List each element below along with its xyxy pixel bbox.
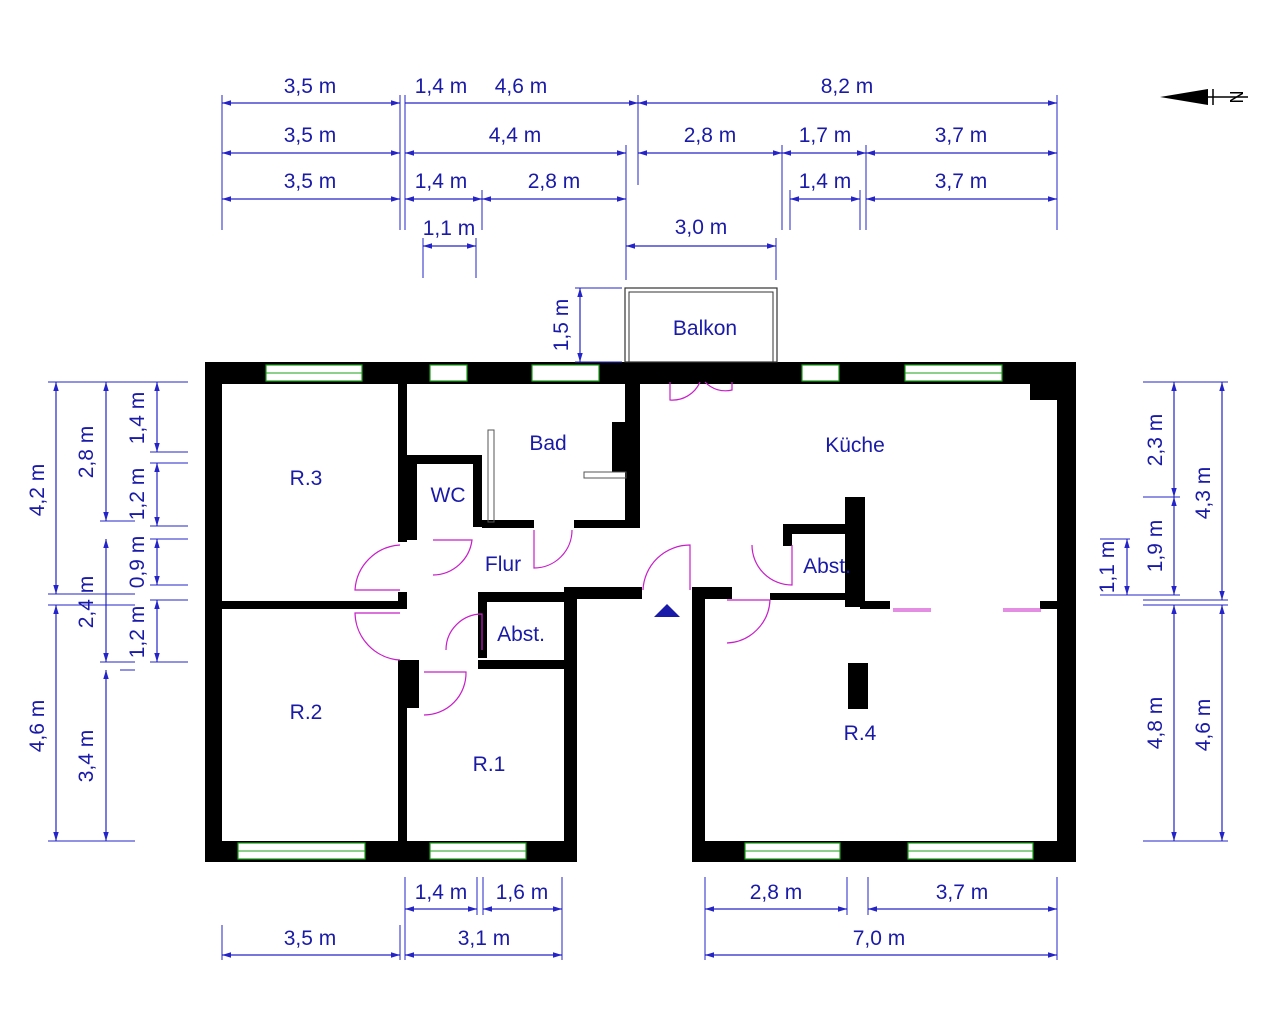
dim-top-r3-3: 2,8 m [528, 170, 581, 193]
dim-top-r1-4: 8,2 m [821, 75, 874, 98]
room-label-abst-right: Abst. [803, 555, 851, 578]
room-label-wc: WC [431, 484, 466, 507]
dim-top-r2-3: 2,8 m [684, 124, 737, 147]
dim-bottom-r2-3: 7,0 m [853, 927, 906, 950]
dim-right-outer-2: 4,6 m [1192, 699, 1215, 752]
entrance-marker-icon [654, 604, 680, 617]
walls [205, 362, 1076, 862]
wall-top [205, 362, 1076, 384]
corner-top-right [1030, 380, 1060, 400]
wall-wc-top [407, 455, 477, 464]
wall-wc-east [473, 455, 482, 527]
dim-top-r1-2: 1,4 m [415, 75, 468, 98]
wall-abst-bottom [478, 660, 568, 669]
window-kueche-small [801, 364, 840, 382]
dimensions-left: 4,2 m 4,6 m 2,8 m 2,4 m 3,4 m 1,4 m 1,2 … [26, 381, 188, 842]
dim-left-inner-4: 1,2 m [126, 606, 149, 659]
dim-top-r4-1: 1,1 m [423, 217, 476, 240]
room-label-r1: R.1 [473, 753, 506, 776]
dim-left-inner-2: 1,2 m [126, 468, 149, 521]
wall-kueche-r4-right [1040, 601, 1060, 609]
dim-left-inner-1: 1,4 m [126, 392, 149, 445]
wall-stair-top-r [692, 587, 732, 599]
room-label-kueche: Küche [825, 434, 885, 457]
dim-left-inner-3: 0,9 m [126, 536, 149, 589]
dim-left-mid-2: 2,4 m [75, 576, 98, 629]
room-label-balkon: Balkon [673, 317, 737, 340]
windows [237, 364, 1034, 860]
doors [354, 381, 1041, 716]
dim-right-inner-1: 1,1 m [1096, 541, 1119, 594]
dim-left-mid-3: 3,4 m [75, 730, 98, 783]
wall-bad-east [625, 380, 640, 528]
wall-r3-east-low [398, 592, 407, 609]
north-label: N [1227, 91, 1247, 104]
window-bad [531, 364, 600, 382]
dim-bottom-r1-4: 3,7 m [936, 881, 989, 904]
dim-bottom-r2-2: 3,1 m [458, 927, 511, 950]
window-wc [429, 364, 468, 382]
wall-stair-top [564, 587, 642, 599]
dim-right-mid-3: 4,8 m [1144, 697, 1167, 750]
room-label-bad: Bad [529, 432, 566, 455]
wall-r2-east-block [407, 660, 419, 708]
wall-abst2-west [783, 524, 792, 546]
dim-bottom-r1-3: 2,8 m [750, 881, 803, 904]
room-label-flur: Flur [485, 553, 521, 576]
dim-top-r2-5: 3,7 m [935, 124, 988, 147]
wall-left [205, 362, 222, 862]
wall-abst-top [478, 592, 568, 602]
dim-bottom-r1-1: 1,4 m [415, 881, 468, 904]
dim-right-outer-1: 4,3 m [1192, 467, 1215, 520]
dim-top-r3-1: 3,5 m [284, 170, 337, 193]
dim-top-r4-2: 3,0 m [675, 216, 728, 239]
dim-left-mid-1: 2,8 m [75, 426, 98, 479]
dim-bottom-r2-1: 3,5 m [284, 927, 337, 950]
wall-stair-right [692, 587, 705, 849]
balkon [624, 287, 778, 363]
pillar-r4 [848, 663, 868, 709]
wall-bad-bottom [482, 520, 534, 528]
wall-r2-east [398, 660, 407, 845]
room-label-abst-left: Abst. [497, 623, 545, 646]
room-label-r3: R.3 [290, 467, 323, 490]
dim-bottom-r1-2: 1,6 m [496, 881, 549, 904]
dim-top-r2-2: 4,4 m [489, 124, 542, 147]
dimensions-bottom: 1,4 m 1,6 m 2,8 m 3,7 m 3,5 m 3,1 m 7,0 … [221, 877, 1058, 960]
wall-abst2-top [783, 524, 863, 534]
dim-top-r2-1: 3,5 m [284, 124, 337, 147]
wall-abst2-bottom [770, 593, 865, 600]
dim-left-outer-1: 4,2 m [26, 464, 49, 517]
wall-kueche-r4 [860, 601, 890, 609]
wall-stair-left [564, 587, 577, 849]
wall-wc-west [407, 455, 417, 540]
wall-right [1057, 362, 1076, 862]
dimensions-top: 3,5 m 1,4 m 4,6 m 8,2 m 3,5 m 4,4 m 2,8 … [221, 75, 1058, 363]
dim-top-r1-3: 4,6 m [495, 75, 548, 98]
dim-right-mid-1: 2,3 m [1144, 414, 1167, 467]
room-label-r4: R.4 [844, 722, 877, 745]
wall-r3-east [398, 380, 407, 542]
dim-top-r1-1: 3,5 m [284, 75, 337, 98]
pillar-kueche [845, 497, 865, 607]
room-label-r2: R.2 [290, 701, 323, 724]
dim-top-r3-4: 1,4 m [799, 170, 852, 193]
dim-left-outer-2: 4,6 m [26, 700, 49, 753]
wall-r3-r2 [222, 601, 400, 609]
dim-right-mid-2: 1,9 m [1144, 520, 1167, 573]
wall-bad-east-block [612, 422, 627, 472]
wall-bad-bottom-r [574, 520, 640, 528]
dim-top-r2-4: 1,7 m [799, 124, 852, 147]
dim-balkon-depth: 1,5 m [550, 299, 573, 352]
dimensions-right: 1,1 m 2,3 m 1,9 m 4,8 m 4,3 m 4,6 m [1096, 381, 1228, 842]
dim-top-r3-2: 1,4 m [415, 170, 468, 193]
dim-top-r3-5: 3,7 m [935, 170, 988, 193]
north-arrow-icon: N [1160, 89, 1248, 105]
